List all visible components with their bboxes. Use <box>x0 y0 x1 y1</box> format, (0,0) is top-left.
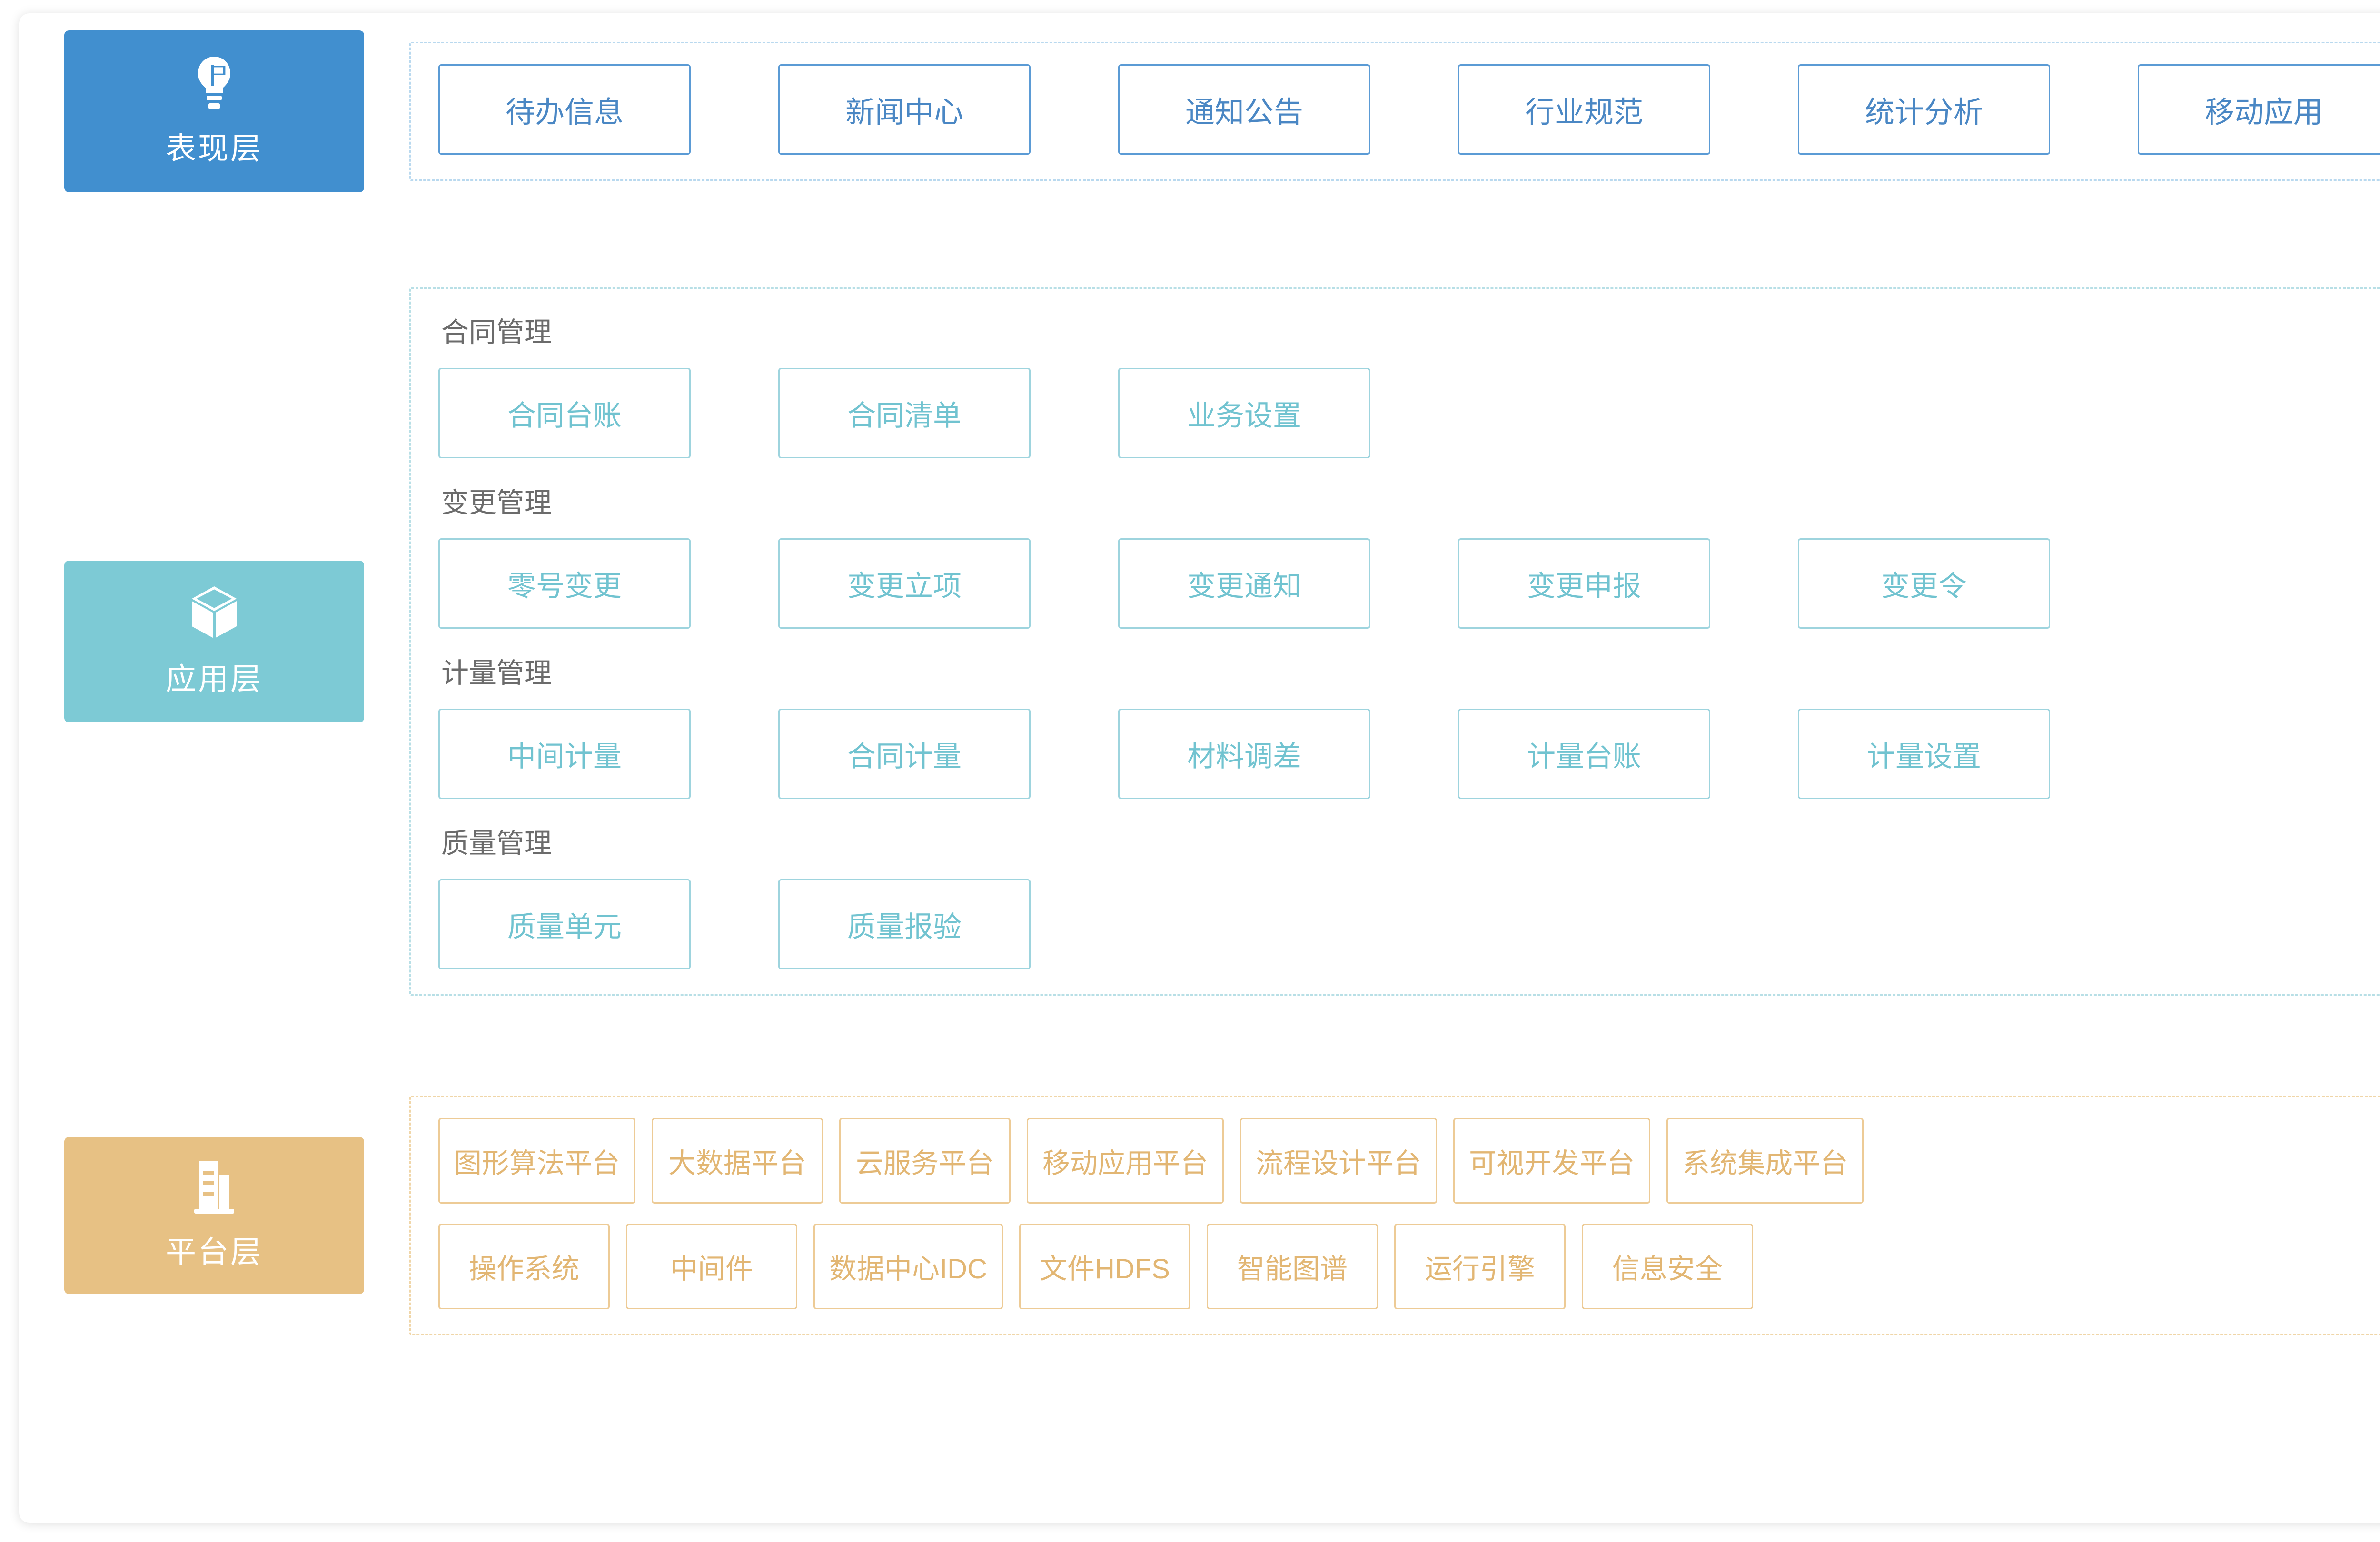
app-chip-change-initiation[interactable]: 变更立项 <box>778 538 1031 629</box>
layer-badge-label: 表现层 <box>166 131 263 166</box>
platform-chip-process-design[interactable]: 流程设计平台 <box>1240 1118 1438 1204</box>
app-chip-measurement-settings[interactable]: 计量设置 <box>1798 709 2050 799</box>
group-quality-management: 质量管理 质量单元 质量报验 <box>438 821 2380 969</box>
group-title-change: 变更管理 <box>441 487 552 518</box>
platform-chip-information-security[interactable]: 信息安全 <box>1581 1224 1753 1309</box>
layer-badge-label: 应用层 <box>166 662 263 696</box>
app-chip-change-declaration[interactable]: 变更申报 <box>1458 538 1710 629</box>
platform-chip-cloud-service[interactable]: 云服务平台 <box>839 1118 1011 1204</box>
presentation-chip-notice[interactable]: 通知公告 <box>1118 64 1370 155</box>
diagram-card: 表现层 待办信息 新闻中心 通知公告 行业规范 统计分析 移动应用 <box>19 13 2380 1523</box>
platform-chip-graphics-algorithm[interactable]: 图形算法平台 <box>438 1118 636 1204</box>
group-title-contract: 合同管理 <box>441 317 552 348</box>
layer-badge-presentation[interactable]: 表现层 <box>64 30 364 192</box>
app-chip-zero-change[interactable]: 零号变更 <box>438 538 691 629</box>
platform-chip-runtime-engine[interactable]: 运行引擎 <box>1394 1224 1566 1309</box>
platform-button-row-1: 图形算法平台 大数据平台 云服务平台 移动应用平台 流程设计平台 可视开发平台 … <box>438 1118 2380 1204</box>
app-chip-contract-measurement[interactable]: 合同计量 <box>778 709 1031 799</box>
group-row-change: 零号变更 变更立项 变更通知 变更申报 变更令 <box>438 538 2380 629</box>
platform-chip-system-integration[interactable]: 系统集成平台 <box>1666 1118 1864 1204</box>
app-chip-quality-inspection[interactable]: 质量报验 <box>778 879 1031 969</box>
building-bars-icon <box>189 1159 239 1216</box>
layer-badge-application[interactable]: 应用层 <box>64 561 364 722</box>
platform-button-row-2: 操作系统 中间件 数据中心IDC 文件HDFS 智能图谱 运行引擎 信息安全 <box>438 1224 2380 1309</box>
presentation-chip-news[interactable]: 新闻中心 <box>778 64 1031 155</box>
group-title-measurement: 计量管理 <box>441 658 552 689</box>
group-row-measurement: 中间计量 合同计量 材料调差 计量台账 计量设置 <box>438 709 2380 799</box>
app-chip-measurement-ledger[interactable]: 计量台账 <box>1458 709 1710 799</box>
application-panel-col: 合同管理 合同台账 合同清单 业务设置 变更管理 零号变更 变更立项 变更通知 <box>409 287 2380 996</box>
presentation-badge-col: 表现层 <box>19 30 409 192</box>
layer-presentation: 表现层 待办信息 新闻中心 通知公告 行业规范 统计分析 移动应用 <box>19 30 2380 192</box>
platform-chip-data-center-idc[interactable]: 数据中心IDC <box>813 1224 1003 1309</box>
group-row-quality: 质量单元 质量报验 <box>438 879 2380 969</box>
platform-chip-middleware[interactable]: 中间件 <box>626 1224 797 1309</box>
platform-chip-mobile-app[interactable]: 移动应用平台 <box>1027 1118 1224 1204</box>
spacer-presentation <box>19 192 2380 287</box>
platform-chip-operating-system[interactable]: 操作系统 <box>438 1224 610 1309</box>
group-title-quality: 质量管理 <box>441 828 552 859</box>
app-chip-interim-measurement[interactable]: 中间计量 <box>438 709 691 799</box>
app-chip-quality-unit[interactable]: 质量单元 <box>438 879 691 969</box>
presentation-button-row: 待办信息 新闻中心 通知公告 行业规范 统计分析 移动应用 <box>438 64 2380 155</box>
platform-panel: 图形算法平台 大数据平台 云服务平台 移动应用平台 流程设计平台 可视开发平台 … <box>409 1096 2380 1335</box>
platform-badge-col: 平台层 <box>19 1137 409 1294</box>
group-row-contract: 合同台账 合同清单 业务设置 <box>438 368 2380 458</box>
presentation-chip-todo[interactable]: 待办信息 <box>438 64 691 155</box>
app-chip-change-order[interactable]: 变更令 <box>1798 538 2050 629</box>
platform-panel-col: 图形算法平台 大数据平台 云服务平台 移动应用平台 流程设计平台 可视开发平台 … <box>409 1096 2380 1335</box>
platform-chip-knowledge-graph[interactable]: 智能图谱 <box>1206 1224 1378 1309</box>
spacer-application <box>19 996 2380 1096</box>
group-measurement-management: 计量管理 中间计量 合同计量 材料调差 计量台账 计量设置 <box>438 651 2380 799</box>
platform-chip-file-hdfs[interactable]: 文件HDFS <box>1019 1224 1190 1309</box>
platform-row-spacer <box>438 1204 2380 1224</box>
application-badge-col: 应用层 <box>19 561 409 722</box>
app-chip-material-adjustment[interactable]: 材料调差 <box>1118 709 1370 799</box>
layer-application: 应用层 合同管理 合同台账 合同清单 业务设置 变更管理 <box>19 287 2380 996</box>
layer-platform: 平台层 图形算法平台 大数据平台 云服务平台 移动应用平台 流程设计平台 可视开… <box>19 1096 2380 1335</box>
cube-3d-icon <box>188 584 240 642</box>
presentation-chip-standards[interactable]: 行业规范 <box>1458 64 1710 155</box>
application-panel: 合同管理 合同台账 合同清单 业务设置 变更管理 零号变更 变更立项 变更通知 <box>409 287 2380 996</box>
platform-chip-visual-development[interactable]: 可视开发平台 <box>1453 1118 1651 1204</box>
layer-badge-platform[interactable]: 平台层 <box>64 1137 364 1294</box>
app-chip-contract-ledger[interactable]: 合同台账 <box>438 368 691 458</box>
presentation-panel: 待办信息 新闻中心 通知公告 行业规范 统计分析 移动应用 <box>409 42 2380 181</box>
group-change-management: 变更管理 零号变更 变更立项 变更通知 变更申报 变更令 <box>438 480 2380 629</box>
presentation-panel-col: 待办信息 新闻中心 通知公告 行业规范 统计分析 移动应用 <box>409 42 2380 181</box>
platform-chip-big-data[interactable]: 大数据平台 <box>652 1118 823 1204</box>
presentation-chip-analytics[interactable]: 统计分析 <box>1798 64 2050 155</box>
layer-badge-label: 平台层 <box>166 1235 263 1269</box>
lightbulb-flag-icon <box>191 55 237 112</box>
app-chip-business-settings[interactable]: 业务设置 <box>1118 368 1370 458</box>
app-chip-contract-list[interactable]: 合同清单 <box>778 368 1031 458</box>
group-contract-management: 合同管理 合同台账 合同清单 业务设置 <box>438 310 2380 458</box>
app-chip-change-notice[interactable]: 变更通知 <box>1118 538 1370 629</box>
presentation-chip-mobile[interactable]: 移动应用 <box>2138 64 2380 155</box>
